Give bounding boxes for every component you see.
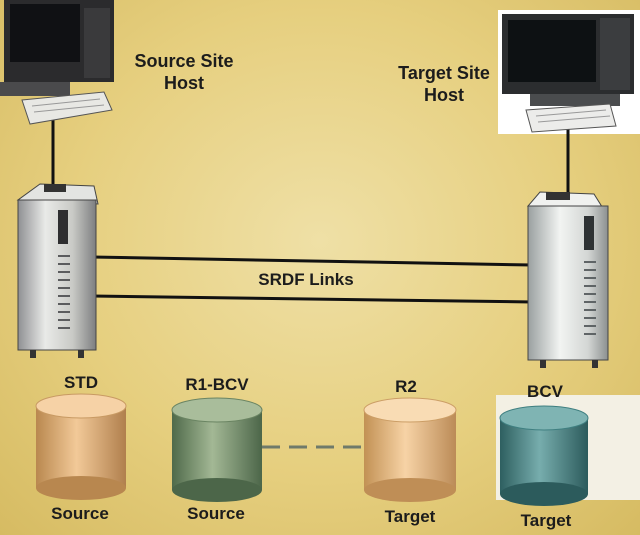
std-volume-role: Source	[51, 504, 109, 523]
std-volume-icon	[35, 393, 127, 500]
r2-volume-icon	[363, 397, 457, 502]
target-host-computer-icon	[502, 14, 634, 133]
bcv-volume-label: BCV	[527, 382, 563, 401]
source-host-computer-icon	[0, 0, 114, 125]
r1-bcv-volume-icon	[171, 397, 263, 502]
r2-volume-role: Target	[384, 507, 436, 526]
target-storage-cabinet-icon	[526, 191, 609, 368]
srdf-link-line-upper	[91, 255, 533, 267]
bcv-volume-icon	[499, 405, 589, 506]
bcv-volume-role: Target	[520, 511, 572, 530]
srdf-link-line-lower	[91, 294, 533, 304]
source-host-label-line1: Source Site	[134, 51, 234, 71]
r1-bcv-volume-label: R1-BCV	[185, 375, 249, 394]
target-host-label: Target Site Host	[384, 62, 504, 106]
r2-volume-label: R2	[395, 377, 417, 396]
target-host-label-line2: Host	[424, 85, 464, 105]
std-volume-label: STD	[64, 373, 98, 392]
source-storage-cabinet-icon	[16, 183, 99, 358]
target-host-label-line1: Target Site	[398, 63, 490, 83]
source-host-label: Source Site Host	[122, 50, 246, 94]
r1-bcv-volume-role: Source	[187, 504, 245, 523]
srdf-links-label: SRDF Links	[258, 270, 354, 289]
source-host-label-line2: Host	[164, 73, 204, 93]
